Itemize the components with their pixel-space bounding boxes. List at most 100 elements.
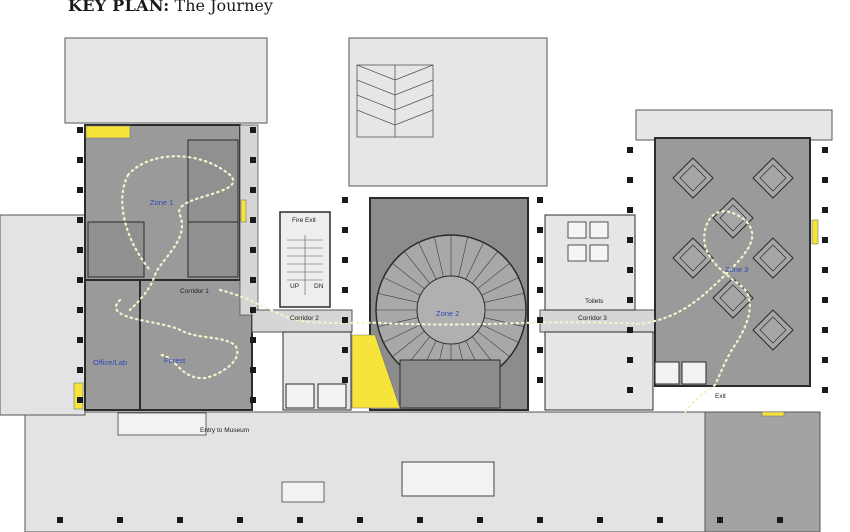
exit-label: Exit xyxy=(715,393,726,400)
window-marker xyxy=(57,517,63,523)
window-marker xyxy=(537,257,543,263)
display-case-inner xyxy=(679,164,707,192)
display-case xyxy=(752,309,794,351)
fire-exit-label: Fire Exit xyxy=(292,217,316,224)
corridor2-label: Corridor 2 xyxy=(290,315,319,322)
rotunda-tread xyxy=(458,236,468,277)
window-marker xyxy=(250,337,256,343)
window-marker xyxy=(250,307,256,313)
rotunda-tread xyxy=(434,236,444,277)
lower-mid-box-a xyxy=(285,383,315,409)
plan-title-rest: The Journey xyxy=(174,0,273,15)
rotunda-tread xyxy=(383,324,421,343)
toilet-stall-c xyxy=(567,244,587,262)
window-marker xyxy=(250,127,256,133)
window-marker xyxy=(477,517,483,523)
window-marker xyxy=(717,517,723,523)
display-case-inner xyxy=(679,244,707,272)
window-marker xyxy=(342,377,348,383)
window-marker xyxy=(250,217,256,223)
rotunda-tread xyxy=(481,324,519,343)
display-case xyxy=(672,157,714,199)
window-marker xyxy=(627,207,633,213)
entry-label: Entry to Museum xyxy=(200,427,249,434)
zone3-lower-box-a xyxy=(654,361,680,385)
rotunda-tread xyxy=(377,317,418,327)
rotunda-tread xyxy=(477,330,510,357)
upper-right-annex xyxy=(635,109,833,141)
window-marker xyxy=(627,267,633,273)
window-marker xyxy=(77,397,83,403)
display-case xyxy=(752,237,794,279)
window-marker xyxy=(822,177,828,183)
upper-stair-hatch xyxy=(356,64,434,138)
window-marker xyxy=(777,517,783,523)
window-marker xyxy=(822,237,828,243)
window-marker xyxy=(822,327,828,333)
window-marker xyxy=(417,517,423,523)
window-marker xyxy=(537,517,543,523)
rotunda-tread xyxy=(481,277,519,296)
office-lab-label: Office/Lab xyxy=(93,358,127,367)
window-marker xyxy=(77,127,83,133)
window-marker xyxy=(250,277,256,283)
display-case xyxy=(712,197,754,239)
office-lab-room xyxy=(84,279,141,411)
window-marker xyxy=(822,147,828,153)
display-case-inner xyxy=(719,204,747,232)
window-marker xyxy=(357,517,363,523)
window-marker xyxy=(77,247,83,253)
rotunda-tread xyxy=(392,330,425,357)
window-marker xyxy=(250,397,256,403)
journey-path xyxy=(115,155,754,414)
window-marker xyxy=(537,347,543,353)
window-marker xyxy=(250,247,256,253)
hall-left-display xyxy=(117,412,207,436)
window-marker xyxy=(627,237,633,243)
fire-exit-stair-treads xyxy=(287,235,323,295)
window-marker xyxy=(77,337,83,343)
window-marker xyxy=(177,517,183,523)
forest-room xyxy=(139,279,253,411)
plan-title: KEY PLAN: The Journey xyxy=(68,0,273,15)
display-case-inner xyxy=(719,284,747,312)
left-side-rooms xyxy=(0,214,86,416)
window-marker xyxy=(117,517,123,523)
window-marker xyxy=(537,197,543,203)
zone3-display-cases xyxy=(672,157,794,351)
window-marker xyxy=(250,157,256,163)
rotunda-tread xyxy=(418,242,437,280)
rotunda-tread xyxy=(477,263,510,290)
window-marker xyxy=(627,297,633,303)
rotunda-tread xyxy=(471,251,498,284)
window-marker xyxy=(77,187,83,193)
rotunda-tread xyxy=(383,277,421,296)
window-marker xyxy=(822,357,828,363)
window-marker xyxy=(627,177,633,183)
corridor1-label: Corridor 1 xyxy=(180,288,209,295)
window-marker xyxy=(77,367,83,373)
yellow-highlights xyxy=(73,125,819,417)
window-marker xyxy=(537,287,543,293)
window-marker xyxy=(537,377,543,383)
window-marker xyxy=(342,227,348,233)
window-marker xyxy=(822,387,828,393)
rotunda-tread xyxy=(404,251,431,284)
corridor1-area xyxy=(239,124,259,316)
toilet-stall-d xyxy=(589,244,609,262)
window-marker xyxy=(342,347,348,353)
zone2-lower-bay xyxy=(399,359,501,409)
rotunda-tread xyxy=(484,293,525,303)
lower-mid-box-b xyxy=(317,383,347,409)
zone2-label: Zone 2 xyxy=(436,309,459,318)
window-marker xyxy=(342,257,348,263)
toilet-stall-a xyxy=(567,221,587,239)
window-marker xyxy=(822,297,828,303)
window-marker xyxy=(342,287,348,293)
stair-up-label: UP xyxy=(290,283,299,290)
window-marker xyxy=(627,387,633,393)
window-marker xyxy=(342,197,348,203)
window-marker xyxy=(627,327,633,333)
corridor3-label: Corridor 3 xyxy=(578,315,607,322)
